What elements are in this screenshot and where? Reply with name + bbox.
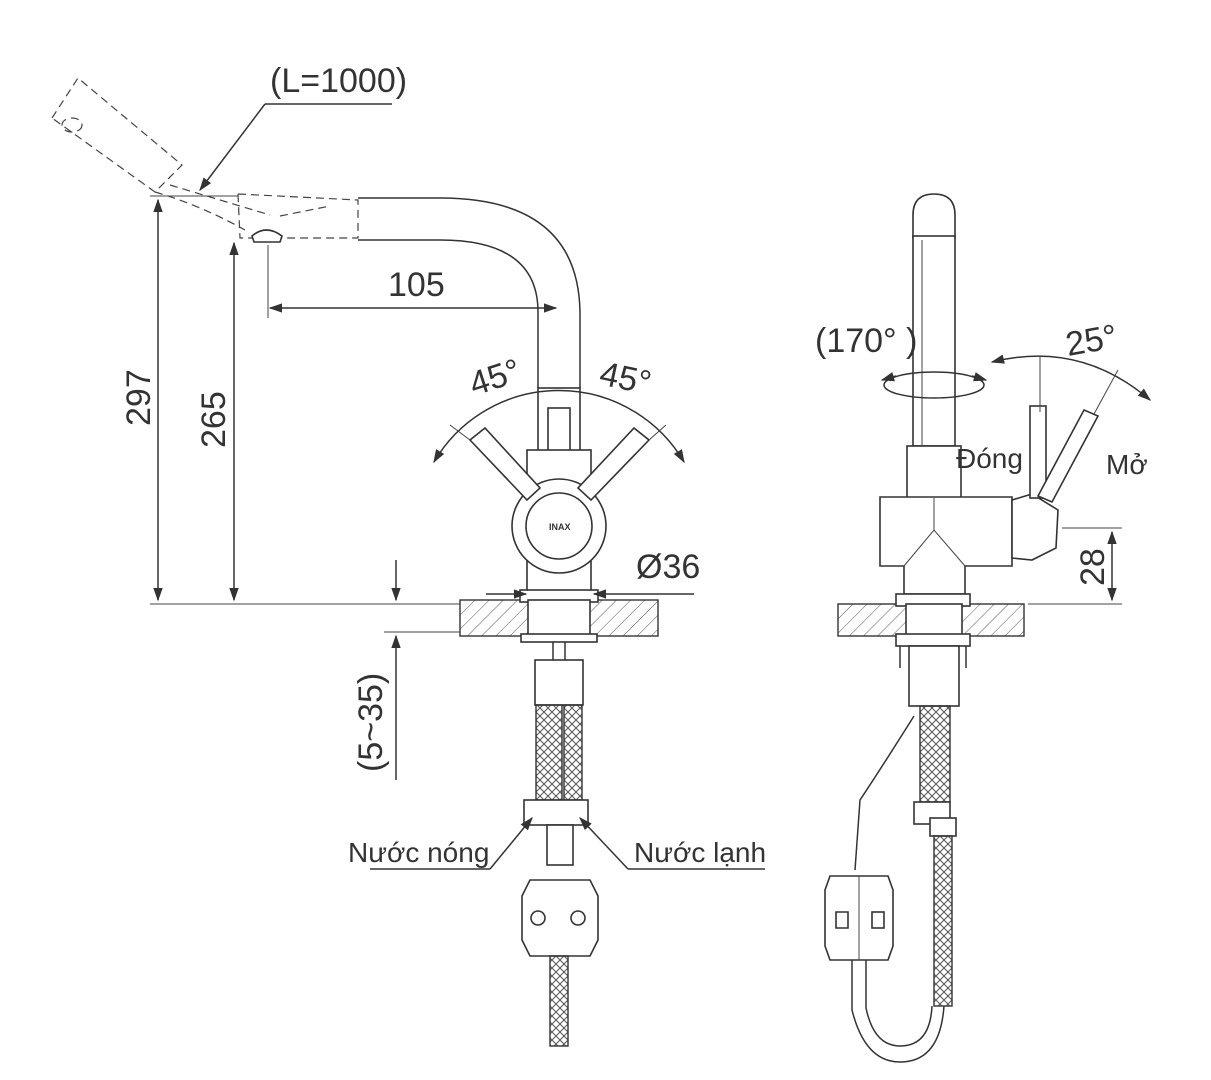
- angle-left-label: 45°: [465, 352, 526, 404]
- base-diameter-label: Ø36: [636, 548, 700, 586]
- hose-length-label: (L=1000): [270, 62, 407, 100]
- cold-water-label: Nước lạnh: [634, 837, 766, 868]
- reach-label: 105: [388, 266, 445, 304]
- front-view: INAX: [51, 62, 766, 1047]
- rotation-label: (170° ): [815, 322, 917, 360]
- valve-body: INAX: [511, 387, 607, 599]
- lever-open: [1036, 408, 1100, 504]
- lever-closed: [1029, 405, 1047, 499]
- spout-height-label: 265: [195, 391, 233, 448]
- deck-thickness-label: (5~35): [352, 673, 390, 772]
- handle-right: [576, 426, 651, 502]
- lever-angle-label: 25°: [1063, 318, 1120, 364]
- open-label: Mở: [1106, 449, 1148, 480]
- angle-right-label: 45°: [596, 355, 654, 403]
- closed-label: Đóng: [956, 443, 1023, 474]
- svg-text:INAX: INAX: [549, 522, 571, 532]
- spout: [358, 197, 581, 388]
- cold-hose: [563, 704, 583, 801]
- hot-hose: [535, 704, 563, 801]
- hot-water-label: Nước nóng: [348, 837, 489, 868]
- spray-head-pulled: [51, 77, 271, 231]
- handle-left: [468, 426, 542, 502]
- handle-height-label: 28: [1074, 548, 1112, 586]
- spray-head-docked: [237, 193, 359, 243]
- side-view: (170° ) 25° 28 Đóng Mở: [815, 193, 1152, 1063]
- total-height-label: 297: [120, 369, 158, 426]
